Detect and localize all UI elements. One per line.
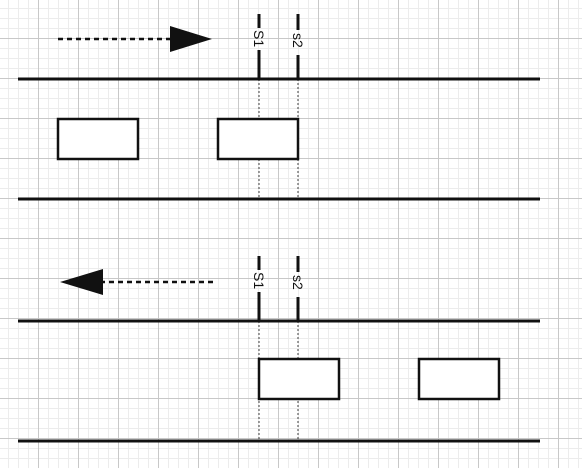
vehicle	[56, 117, 140, 161]
sensor-s1: S1	[251, 14, 267, 199]
direction-arrow-right	[58, 26, 212, 52]
sensor-label: s2	[290, 33, 306, 48]
direction-arrow-left	[60, 269, 214, 295]
sensor-s2: s2	[290, 14, 306, 199]
vehicle	[257, 357, 341, 401]
arrow-head	[60, 269, 103, 295]
sensor-s2: s2	[290, 256, 306, 441]
sensor-label: s2	[290, 275, 306, 290]
vehicle	[216, 117, 300, 161]
scenario-1: S1 s2	[18, 14, 540, 201]
sensor-s1: S1	[251, 256, 267, 441]
arrow-head	[170, 26, 212, 52]
sensor-label: S1	[251, 272, 267, 289]
scenario-2: S1 s2	[18, 256, 540, 443]
sensor-label: S1	[251, 30, 267, 47]
vehicle	[417, 357, 501, 401]
